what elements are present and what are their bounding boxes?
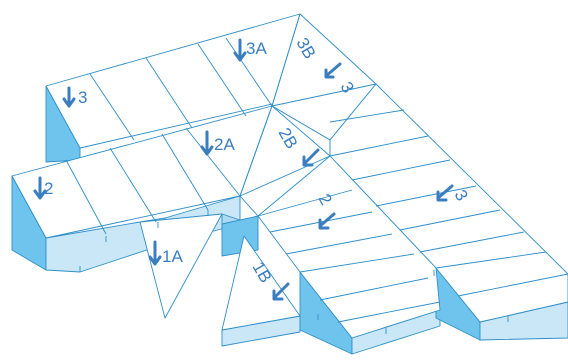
label-flight-3-left: 3 — [78, 88, 87, 107]
label-3a: 3A — [246, 39, 267, 58]
label-flight-2-left: 2 — [44, 179, 53, 198]
label-1a: 1A — [162, 247, 183, 266]
step-1a-top — [140, 214, 222, 318]
label-2a: 2A — [214, 135, 235, 154]
tread-line — [240, 196, 258, 216]
top-faces — [12, 14, 568, 338]
